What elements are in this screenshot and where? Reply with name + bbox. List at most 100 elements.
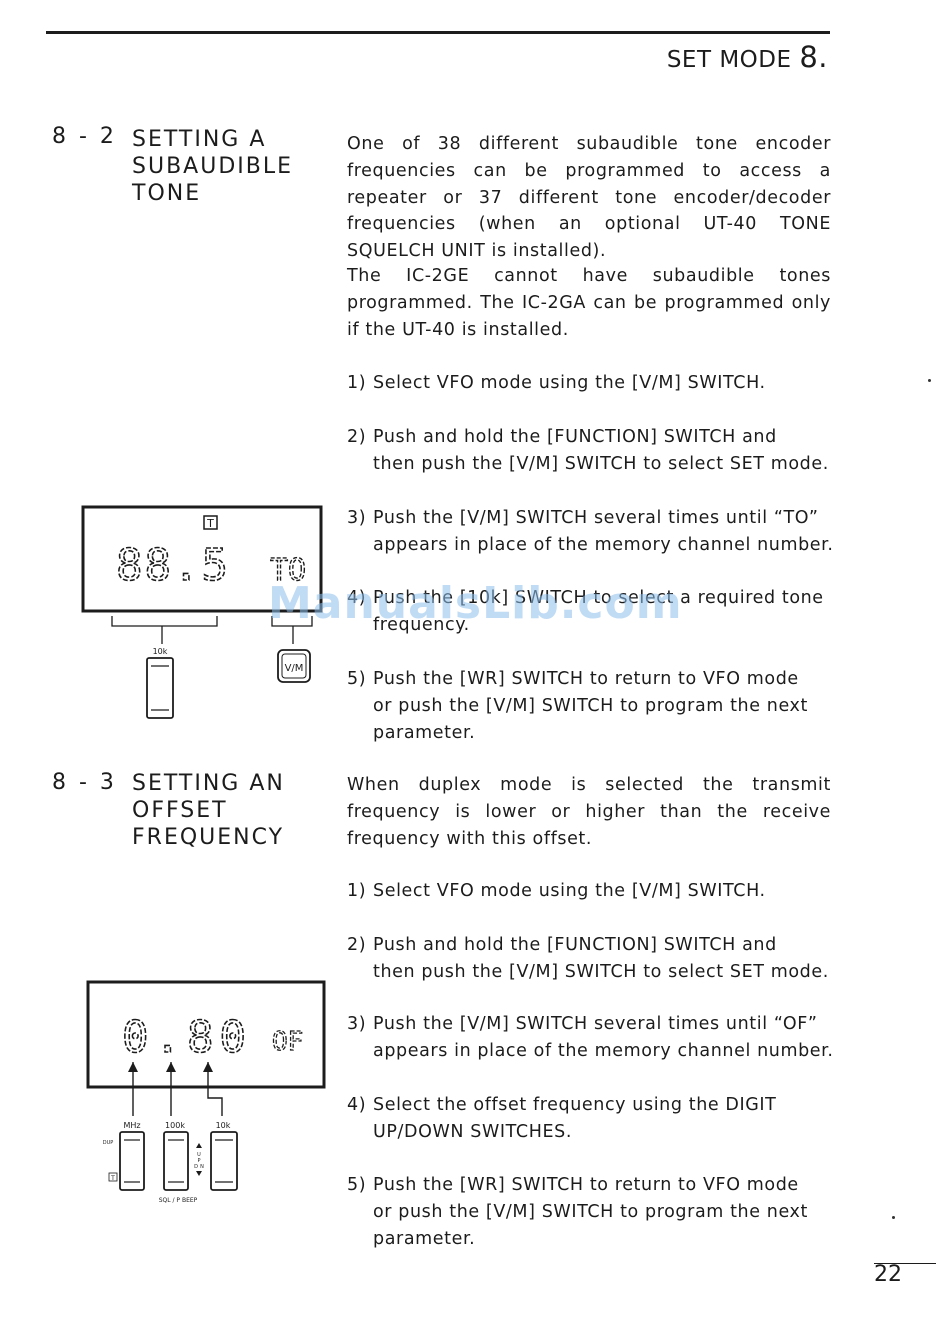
page-header: SET MODE 8. xyxy=(667,40,828,74)
step-item: 1) Select VFO mode using the [V/M] SWITCH… xyxy=(347,370,837,397)
step-item: 5) Push the [WR] SWITCH to return to VFO … xyxy=(347,1172,837,1252)
button-vm xyxy=(277,649,311,683)
button-vm-label: V/M xyxy=(285,663,304,674)
step-text: Push and hold the [FUNCTION] SWITCH and xyxy=(373,935,777,955)
step-number: 2) xyxy=(347,935,367,955)
section-8-2-paragraph-1: One of 38 different subaudible tone enco… xyxy=(347,134,831,262)
step-item: 2) Push and hold the [FUNCTION] SWITCH an… xyxy=(347,932,837,986)
lcd-diagram-tone-svg: T 88.5 TO 10k V/M xyxy=(81,505,323,719)
margin-mark xyxy=(892,1216,895,1219)
lcd-main-digits: 88.5 xyxy=(116,540,230,591)
step-number: 1) xyxy=(347,373,367,393)
section-title-line: SETTING A xyxy=(132,127,267,152)
step-text: appears in place of the memory channel n… xyxy=(373,534,834,555)
page-number: 22 xyxy=(874,1262,902,1287)
step-number: 4) xyxy=(347,588,367,608)
mode-bracket xyxy=(271,616,313,627)
header-chapter: 8. xyxy=(799,40,828,74)
button-10k xyxy=(210,1131,238,1191)
step-item: 1) Select VFO mode using the [V/M] SWITCH… xyxy=(347,878,837,905)
up-arrow-icon xyxy=(196,1143,202,1148)
section-8-3-number: 8 - 3 xyxy=(52,770,117,795)
step-text: Select the offset frequency using the DI… xyxy=(373,1095,777,1115)
label-updn-char: U xyxy=(197,1152,201,1158)
step-number: 3) xyxy=(347,508,367,528)
section-8-2-paragraph-2: The IC-2GE cannot have subaudible tones … xyxy=(347,266,831,340)
arrow-line xyxy=(207,1062,223,1116)
step-number: 2) xyxy=(347,427,367,447)
step-text: Select VFO mode using the [V/M] SWITCH. xyxy=(373,881,766,901)
lcd-diagram-tone: T 88.5 TO 10k V/M xyxy=(80,504,330,724)
step-text: Push and hold the [FUNCTION] SWITCH and xyxy=(373,427,777,447)
down-arrow-icon xyxy=(196,1171,202,1176)
button-vm-inner xyxy=(281,653,307,679)
step-number: 1) xyxy=(347,881,367,901)
lcd-frame xyxy=(81,505,323,613)
label-updn-char: D xyxy=(194,1164,198,1170)
step-text: Push the [V/M] SWITCH several times unti… xyxy=(373,508,819,528)
label-dup: DUP xyxy=(103,1140,114,1146)
step-text: then push the [V/M] SWITCH to select SET… xyxy=(373,453,829,474)
arrow-head xyxy=(203,1062,213,1072)
button-100k xyxy=(163,1131,189,1191)
step-number: 5) xyxy=(347,1175,367,1195)
section-8-2-title: SETTING A SUBAUDIBLE TONE xyxy=(132,126,332,207)
step-text: Push the [WR] SWITCH to return to VFO mo… xyxy=(373,669,799,689)
watermark: ManualsLib.com xyxy=(268,578,683,629)
button-10k xyxy=(146,657,174,719)
top-rule xyxy=(46,31,830,34)
step-text: or push the [V/M] SWITCH to program the … xyxy=(373,1201,808,1222)
tone-indicator-box xyxy=(203,515,218,530)
step-text: Push the [10k] SWITCH to select a requir… xyxy=(373,588,824,608)
step-item: 3) Push the [V/M] SWITCH several times un… xyxy=(347,505,837,559)
lcd-diagram-offset: 0.80 OF MHz 100k 10k DUP T U P D N SQL /… xyxy=(86,980,331,1210)
tone-indicator-icon: T xyxy=(206,517,214,530)
page-number-rule xyxy=(874,1263,936,1264)
step-item: 2) Push and hold the [FUNCTION] SWITCH an… xyxy=(347,424,837,478)
label-updn-char: P xyxy=(197,1158,200,1164)
step-item: 4) Push the [10k] SWITCH to select a requ… xyxy=(347,585,837,639)
digit-bracket xyxy=(111,616,218,627)
section-title-line: OFFSET xyxy=(132,798,228,823)
label-sql-beep: SQL / P BEEP xyxy=(159,1197,198,1204)
header-prefix: SET MODE xyxy=(666,47,792,73)
lcd-mode-digits: OF xyxy=(272,1027,303,1057)
lcd-diagram-offset-svg: 0.80 OF MHz 100k 10k DUP T U P D N SQL /… xyxy=(86,980,326,1204)
step-text: or push the [V/M] SWITCH to program the … xyxy=(373,695,808,716)
section-title-line: FREQUENCY xyxy=(132,825,285,850)
label-mhz: MHz xyxy=(123,1121,140,1130)
step-number: 5) xyxy=(347,669,367,689)
lcd-frame xyxy=(86,980,326,1089)
arrow-head xyxy=(128,1062,138,1072)
step-text: then push the [V/M] SWITCH to select SET… xyxy=(373,961,829,982)
label-t-box xyxy=(108,1172,118,1182)
section-title-line: TONE xyxy=(132,181,202,206)
step-item: 4) Select the offset frequency using the … xyxy=(347,1092,837,1146)
lcd-mode-digits: TO xyxy=(270,553,306,588)
step-number: 4) xyxy=(347,1095,367,1115)
step-text: UP/DOWN SWITCHES. xyxy=(373,1121,573,1142)
section-8-3-paragraph-1: When duplex mode is selected the transmi… xyxy=(347,775,831,849)
arrow-head xyxy=(166,1062,176,1072)
step-text: parameter. xyxy=(373,722,476,743)
step-text: Push the [WR] SWITCH to return to VFO mo… xyxy=(373,1175,799,1195)
step-text: frequency. xyxy=(373,614,470,635)
label-t: T xyxy=(110,1175,115,1182)
step-text: parameter. xyxy=(373,1228,476,1249)
section-title-line: SETTING AN xyxy=(132,771,285,796)
button-mhz xyxy=(119,1131,145,1191)
step-number: 3) xyxy=(347,1014,367,1034)
button-10k-label: 10k xyxy=(153,647,168,656)
label-10k: 10k xyxy=(216,1121,231,1130)
label-100k: 100k xyxy=(165,1121,185,1130)
step-text: Push the [V/M] SWITCH several times unti… xyxy=(373,1014,818,1034)
step-text: Select VFO mode using the [V/M] SWITCH. xyxy=(373,373,766,393)
section-8-3-title: SETTING AN OFFSET FREQUENCY xyxy=(132,770,332,851)
section-8-2-number: 8 - 2 xyxy=(52,124,117,149)
lcd-main-digits: 0.80 xyxy=(122,1012,252,1063)
step-item: 3) Push the [V/M] SWITCH several times un… xyxy=(347,1011,837,1065)
section-title-line: SUBAUDIBLE xyxy=(132,154,293,179)
step-item: 5) Push the [WR] SWITCH to return to VFO … xyxy=(347,666,837,746)
margin-mark xyxy=(928,379,931,382)
label-updn-char: N xyxy=(200,1164,204,1170)
